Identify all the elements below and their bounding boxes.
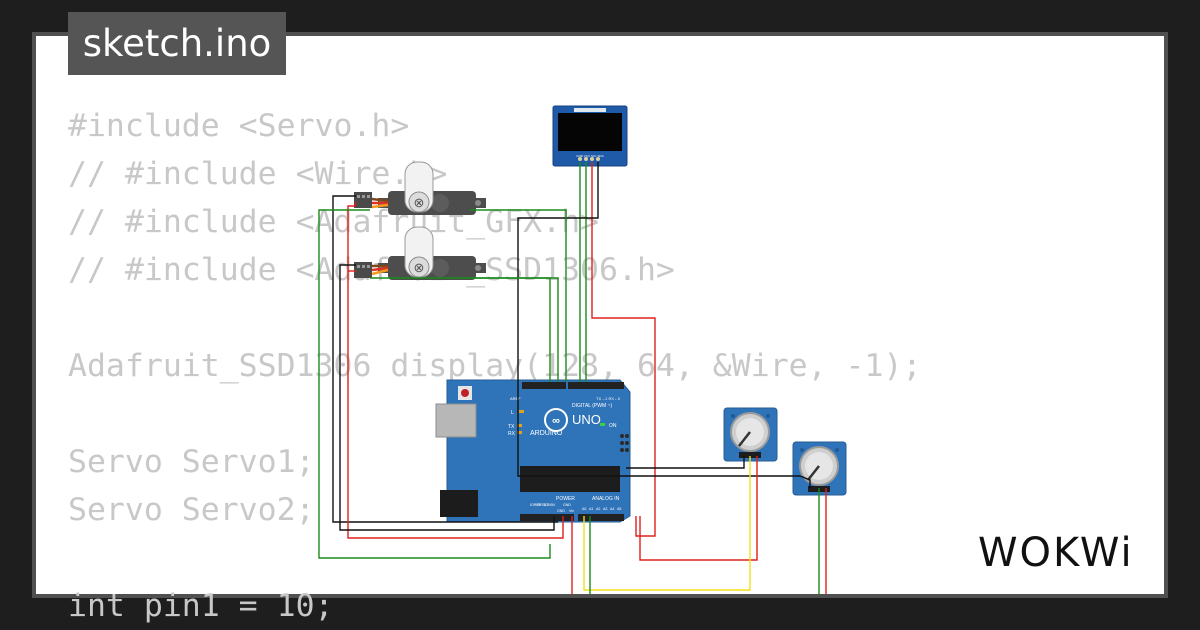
potentiometer-1-knob[interactable] [738, 431, 751, 447]
wire-servo1-signal-top[interactable] [470, 209, 567, 382]
code-line: int pin1 = 10; [68, 588, 334, 624]
wire-pot1-gnd[interactable] [626, 456, 745, 469]
wire-pot1-vcc[interactable] [639, 456, 758, 561]
wire-oled-scl[interactable] [591, 162, 656, 537]
wire-servo2-gnd[interactable] [339, 264, 555, 531]
pin-reset: RESET [537, 503, 550, 507]
potentiometer-2[interactable] [792, 441, 847, 496]
servo-2-screw-icon: ⊗ [414, 260, 425, 275]
wire-servo2-signal[interactable] [370, 277, 559, 382]
code-line: #include <Servo.h> [68, 108, 410, 144]
servo-2[interactable]: ⊗ [354, 226, 486, 280]
pin-a3: A3 [603, 507, 607, 511]
l-led-label: L [511, 410, 514, 416]
wire-servo2-signal-top[interactable] [470, 277, 551, 382]
wire-servo1-gnd[interactable] [332, 195, 558, 523]
board-brand: ARDUINO [530, 430, 563, 437]
arduino-uno-board[interactable]: ∞ UNO ARDUINO DIGITAL (PWM ~) TX→1 RX←0 … [435, 379, 631, 523]
board-name: UNO [572, 412, 601, 427]
wire-servo1-signal[interactable] [318, 209, 551, 559]
pin-a4: A4 [610, 507, 614, 511]
power-label: POWER [556, 496, 575, 502]
code-line: Servo Servo2; [68, 492, 315, 528]
pin-ioref: IOREF [530, 503, 542, 507]
pin-a2: A2 [596, 507, 600, 511]
pin-a0: A0 [582, 507, 586, 511]
pin-gnd-2: GND [563, 503, 571, 507]
wire-servo1-vcc[interactable] [347, 201, 564, 539]
pin-a5: A5 [617, 507, 621, 511]
analog-label: ANALOG IN [592, 496, 620, 502]
pin-a1: A1 [589, 507, 593, 511]
wire-oled-sda[interactable] [517, 162, 800, 477]
file-title: sketch.ino [68, 12, 286, 75]
wire-pot1-signal[interactable] [583, 456, 751, 591]
arduino-logo-icon [544, 408, 568, 432]
wokwi-logo: WOKWi [978, 530, 1134, 576]
aref-label: AREF [510, 396, 521, 401]
usb-port [435, 403, 477, 438]
wokwi-logo-text: WOKWi [978, 530, 1134, 576]
digital-label: DIGITAL (PWM ~) [572, 403, 612, 409]
power-jack [440, 490, 478, 517]
svg-text:∞: ∞ [552, 415, 560, 427]
servo-1-screw-icon: ⊗ [414, 195, 425, 210]
code-line: Servo Servo1; [68, 444, 315, 480]
txrx-pins-label: TX→1 RX←0 [596, 396, 621, 401]
pin-5v: 5V [551, 503, 556, 507]
servo-1[interactable]: ⊗ [354, 161, 486, 215]
wires [318, 162, 827, 594]
wire-pot2-gnd[interactable] [799, 475, 811, 488]
pin-vin: Vin [569, 509, 574, 513]
power-led [600, 423, 605, 426]
potentiometer-2-knob[interactable] [807, 465, 820, 481]
pin-3v3: 3.3V [544, 503, 552, 507]
tx-led-label: TX [508, 424, 515, 430]
code-text: #include <Servo.h>// #include <Wire.h>//… [68, 102, 921, 630]
reset-button[interactable] [461, 389, 469, 397]
pin-gnd-1: GND [557, 509, 565, 513]
potentiometer-1[interactable] [723, 407, 778, 462]
rx-led-label: RX [508, 431, 516, 437]
microcontroller-chip [520, 466, 620, 492]
oled-pin-labels: GND VCC SCL SDA [576, 154, 603, 158]
on-label: ON [609, 423, 617, 429]
oled-display[interactable]: GND VCC SCL SDA [552, 105, 628, 167]
